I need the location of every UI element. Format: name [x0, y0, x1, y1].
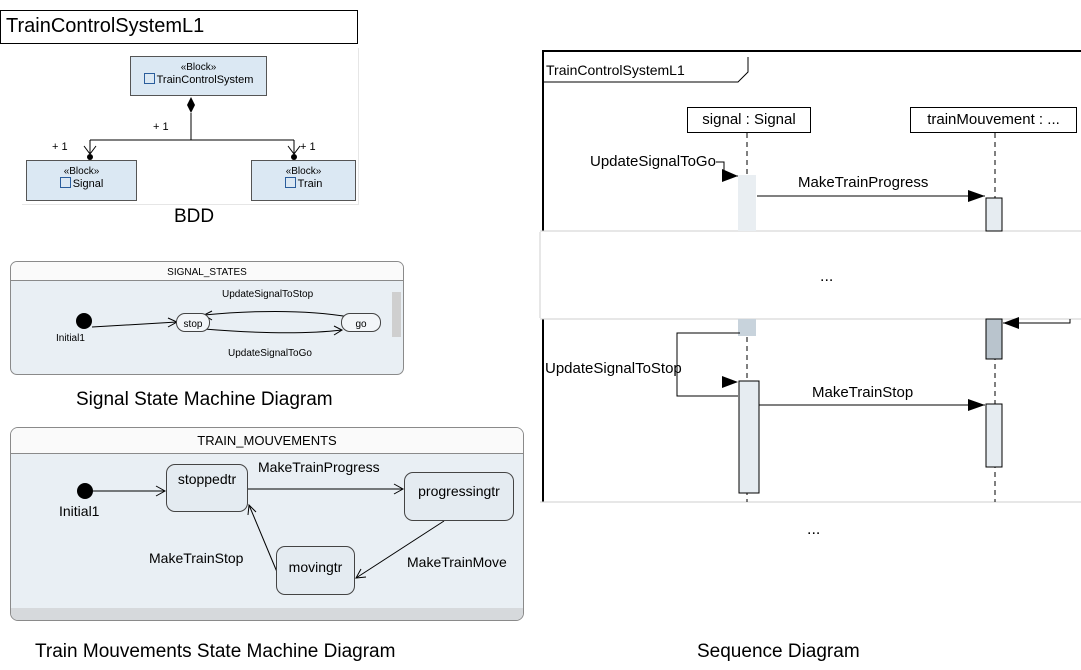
block-name: Signal: [72, 178, 104, 190]
state-stop[interactable]: stop: [176, 313, 210, 332]
signal-sm-header: SIGNAL_STATES: [11, 262, 403, 281]
block-name-row: Signal: [27, 177, 136, 190]
composition-diamond: [187, 97, 195, 113]
block-icon: [59, 177, 71, 188]
block-traincontrolsystem[interactable]: «Block» TrainControlSystem: [130, 56, 267, 96]
sequence-frame-label: TrainControlSystemL1: [546, 62, 685, 78]
block-stereotype: «Block»: [63, 166, 100, 177]
signal-sm-panel: SIGNAL_STATES: [10, 261, 404, 375]
transition-make-train-move: MakeTrainMove: [407, 554, 507, 570]
lifeline-train-label: trainMouvement : ...: [927, 111, 1060, 128]
lifeline-signal-head[interactable]: signal : Signal: [687, 107, 811, 133]
state-stoppedtr[interactable]: stoppedtr: [166, 464, 248, 512]
state-stoppedtr-label: stoppedtr: [177, 471, 237, 487]
state-progressingtr[interactable]: progressingtr: [404, 472, 514, 521]
diagram-title: TrainControlSystemL1: [6, 15, 205, 37]
signal-sm-title: SIGNAL_STATES: [167, 267, 247, 278]
train-sm-title: TRAIN_MOUVEMENTS: [197, 433, 337, 448]
train-sm-header: TRAIN_MOUVEMENTS: [11, 428, 523, 454]
transition-update-to-stop: UpdateSignalToStop: [222, 289, 314, 300]
state-movingtr-label: movingtr: [288, 559, 343, 575]
block-signal[interactable]: «Block» Signal: [26, 160, 137, 201]
block-name: Train: [297, 178, 323, 190]
block-train[interactable]: «Block» Train: [251, 160, 356, 201]
block-stereotype: «Block»: [180, 62, 217, 73]
train-initial-node: [77, 483, 93, 499]
signal-sm-scrollbar[interactable]: [392, 292, 401, 337]
block-name: TrainControlSystem: [156, 74, 254, 86]
message-update-signal-to-stop: UpdateSignalToStop: [545, 360, 682, 377]
state-stop-label: stop: [183, 319, 203, 330]
train-sm-caption: Train Mouvements State Machine Diagram: [35, 641, 396, 662]
lifeline-signal-label: signal : Signal: [702, 111, 796, 128]
transition-make-train-progress: MakeTrainProgress: [258, 459, 380, 475]
signal-initial-label: Initial1: [56, 333, 85, 344]
state-go[interactable]: go: [341, 313, 381, 332]
train-sm-scrollbar[interactable]: [11, 608, 523, 620]
signal-sm-caption: Signal State Machine Diagram: [76, 389, 333, 410]
message-make-train-stop: MakeTrainStop: [812, 384, 914, 401]
block-name-row: Train: [252, 177, 355, 190]
diagram-title-box: [0, 10, 358, 44]
multiplicity-train: + 1: [300, 141, 316, 153]
sequence-gap-ellipsis: ...: [820, 268, 834, 285]
bdd-caption: BDD: [174, 206, 215, 227]
frame-label-tab: [543, 57, 749, 83]
train-sm-panel: TRAIN_MOUVEMENTS: [10, 427, 524, 621]
sequence-gap-ellipsis-2: ...: [807, 521, 821, 538]
message-update-signal-to-go: UpdateSignalToGo: [590, 153, 716, 170]
state-movingtr[interactable]: movingtr: [276, 546, 355, 595]
state-go-label: go: [355, 319, 367, 330]
multiplicity-signal: + 1: [52, 141, 68, 153]
block-icon: [284, 177, 296, 188]
block-name-row: TrainControlSystem: [131, 73, 266, 86]
transition-make-train-stop: MakeTrainStop: [149, 550, 244, 566]
block-stereotype: «Block»: [285, 166, 322, 177]
sequence-caption: Sequence Diagram: [697, 641, 860, 662]
block-icon: [143, 73, 155, 84]
train-initial-label: Initial1: [59, 503, 100, 519]
state-progressingtr-label: progressingtr: [418, 483, 500, 499]
lifeline-train-head[interactable]: trainMouvement : ...: [910, 107, 1077, 133]
transition-update-to-go: UpdateSignalToGo: [228, 348, 312, 359]
message-make-train-progress: MakeTrainProgress: [798, 174, 929, 191]
multiplicity-root: + 1: [153, 121, 169, 133]
signal-initial-node: [76, 313, 92, 329]
